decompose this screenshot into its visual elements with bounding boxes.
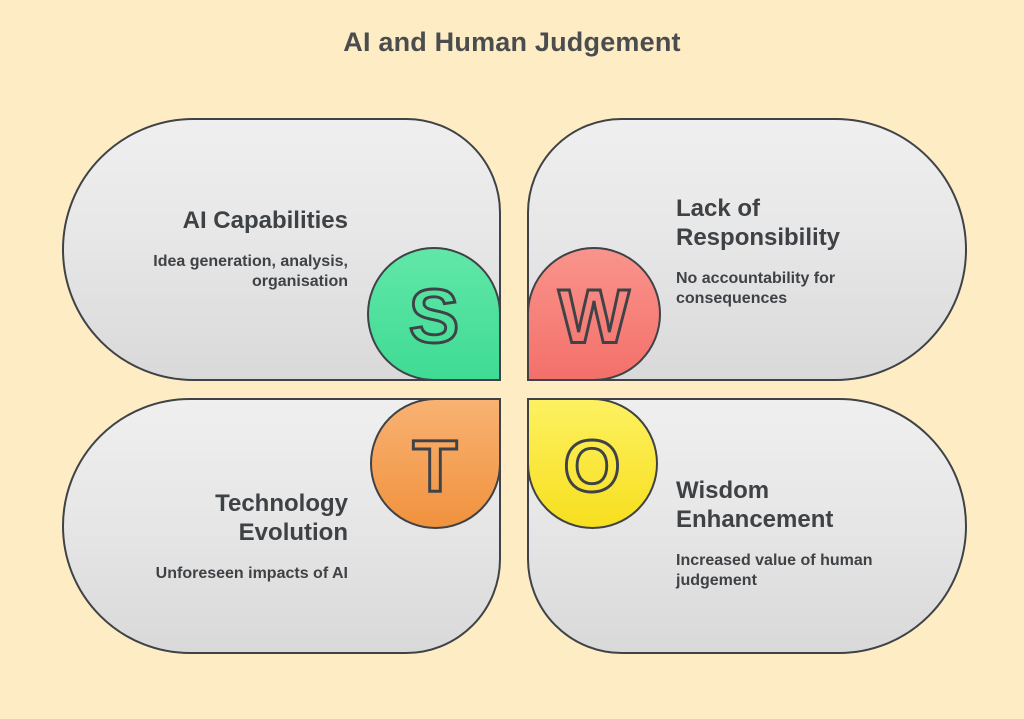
strengths-description: Idea generation, analysis, organisation: [153, 253, 348, 290]
threats-letter-badge: T: [370, 398, 501, 529]
threats-letter: T: [413, 424, 458, 507]
threats-description: Unforeseen impacts of AI: [155, 565, 348, 582]
threats-text-block: Technology Evolution Unforeseen impacts …: [88, 489, 348, 584]
weaknesses-heading: Lack of Responsibility: [676, 195, 841, 251]
weaknesses-letter-badge: W: [527, 247, 661, 381]
threats-heading: Technology Evolution: [215, 490, 348, 546]
w-letter-icon: W: [557, 273, 632, 361]
opportunities-text-block: Wisdom Enhancement Increased value of hu…: [676, 476, 916, 591]
s-letter-icon: S: [407, 273, 460, 361]
strengths-heading: AI Capabilities: [182, 207, 348, 234]
o-letter-icon: O: [562, 423, 622, 509]
strengths-text-block: AI Capabilities Idea generation, analysi…: [88, 206, 348, 292]
opportunities-description: Increased value of human judgement: [676, 552, 873, 589]
opportunities-heading: Wisdom Enhancement: [676, 477, 834, 533]
opportunities-letter: O: [563, 424, 620, 507]
diagram-title: AI and Human Judgement: [343, 27, 681, 57]
weaknesses-text-block: Lack of Responsibility No accountability…: [676, 194, 906, 309]
opportunities-letter-badge: O: [527, 398, 658, 529]
t-letter-icon: T: [411, 423, 459, 509]
weaknesses-letter: W: [558, 274, 630, 359]
strengths-letter: S: [409, 274, 459, 359]
weaknesses-description: No accountability for consequences: [676, 270, 836, 307]
strengths-letter-badge: S: [367, 247, 501, 381]
